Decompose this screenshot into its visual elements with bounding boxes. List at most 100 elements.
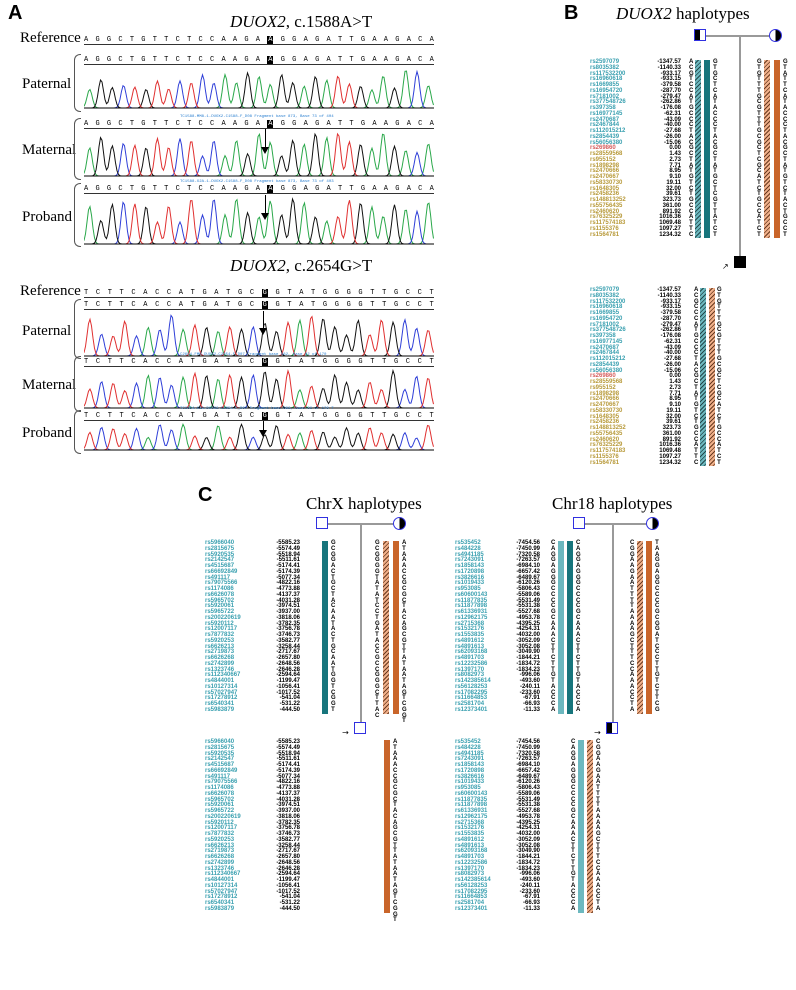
snp-id: rs5965702 [205,597,235,604]
snp-id: rs1019433 [455,779,485,786]
base-a: A [84,185,89,193]
snp-row: rs491117-5077.34 [0,575,796,582]
snp-id: rs10127314 [205,683,238,690]
snp-row: rs1669855-379.58 [0,82,796,89]
snp-position: -233.60 [519,888,540,895]
base-g: G [292,36,297,44]
base-g: G [106,120,112,128]
snp-id: rs1553835 [455,831,485,837]
snp-row: rs1019433-6120.26 [0,580,796,587]
snp-position: 361.00 [662,202,681,209]
base-c: C [118,36,123,44]
snp-row: rs60600143-5589.06 [0,791,796,798]
base-g: G [141,36,146,44]
snp-id: rs1532176 [455,626,485,633]
base-a: A [221,185,226,193]
descent-line [360,523,362,722]
snp-id: rs269860 [590,373,616,380]
chromatogram-paternal [84,314,434,357]
snp-id: rs1858143 [455,762,485,768]
snp-position: -6489.67 [516,574,540,581]
base-g: G [346,412,351,420]
snp-row: rs11877898-5531.38 [0,603,796,610]
snp-position: -2717.67 [276,649,300,656]
base-a: A [232,56,238,64]
base-c: C [417,289,422,297]
snp-position: -40.00 [663,350,681,357]
snp-row: rs17082295-233.60 [0,690,796,697]
snp-id: rs1553835 [455,632,485,638]
snp-id: rs2719873 [205,649,235,656]
snp-id: rs11664853 [455,695,488,702]
base-c: C [155,358,160,366]
snp-id: rs4941185 [455,551,484,558]
allele-column: ATAAACCGCGCTACAGCGTTATAATAGTCGGT [402,540,407,725]
variant-name: , c.2654G>T [285,256,373,275]
base-t: T [152,36,157,44]
snp-id: rs2458236 [590,419,620,426]
snp-id: rs10127314 [205,882,238,889]
snp-row: rs2470687-43.09 [0,117,796,124]
snp-row: rs2467844-40.00 [0,350,796,357]
base-t: T [337,120,343,128]
base-g: G [280,56,285,64]
base-t: T [84,358,89,366]
snp-position: -5574.49 [276,744,300,751]
allele-column: CGGAAGAATTTTAAAAGCTTTCCAAACCTA [630,540,635,713]
snp-row: rs12232586-1834.72 [0,860,796,867]
allele-column: CAGGAGGGCCCCGCAAACTTCTTGTACCCA [571,739,576,912]
father-symbol [573,517,585,529]
base-c: C [405,301,410,309]
snp-id: rs535452 [455,739,481,745]
marriage-line [585,523,646,525]
snp-id: rs8035382 [590,64,620,71]
snp-row: rs12232586-1834.72 [0,661,796,668]
snp-id: rs16954720 [590,315,623,322]
base-t: T [349,120,354,128]
snp-position: -2646.28 [276,865,300,872]
base-g: G [202,412,207,420]
snp-position: -3756.78 [276,825,300,832]
snp-position: -3782.35 [276,620,300,627]
base-c: C [198,36,203,44]
snp-id: rs1397170 [455,666,485,673]
snp-id: rs5965722 [205,808,235,814]
snp-id: rs1323746 [205,865,235,872]
snp-row: rs10127314-1056.41 [0,882,796,890]
base-g: G [95,185,100,193]
snp-id: rs2470666 [590,396,620,403]
base-t: T [119,412,124,420]
snp-id: rs28559568 [590,151,623,157]
snp-position: -5531.38 [516,802,540,809]
snp-id: rs5920061 [205,802,235,809]
base-a: A [299,358,304,366]
snp-row: rs112015212-27.68 [0,356,796,363]
snp-position: -1347.57 [657,287,681,293]
snp-id: rs142385614 [455,678,491,684]
fragment-info: C2654-FMR-DUOX2-C2654-F_D07 Fragment bas… [180,353,327,357]
base-c: C [209,36,215,44]
snp-position: -444.50 [279,905,300,912]
snp-position: -279.47 [660,321,681,328]
snp-row: rs1397170-1834.23 [0,666,796,674]
snp-row: rs16954720-287.70 [0,88,796,95]
snp-id: rs4515687 [205,762,235,768]
snp-position: -4137.37 [276,790,300,797]
snp-id: rs58330730 [590,179,623,186]
snp-row: rs2815675-5574.49 [0,744,796,752]
snp-id: rs4515687 [205,563,235,569]
chrx-title: ChrX haplotypes [306,494,422,513]
snp-position: 19.11 [666,179,681,186]
base-t: T [152,56,157,64]
snp-position: 1069.48 [659,448,681,454]
snp-position: -3258.44 [276,842,300,849]
